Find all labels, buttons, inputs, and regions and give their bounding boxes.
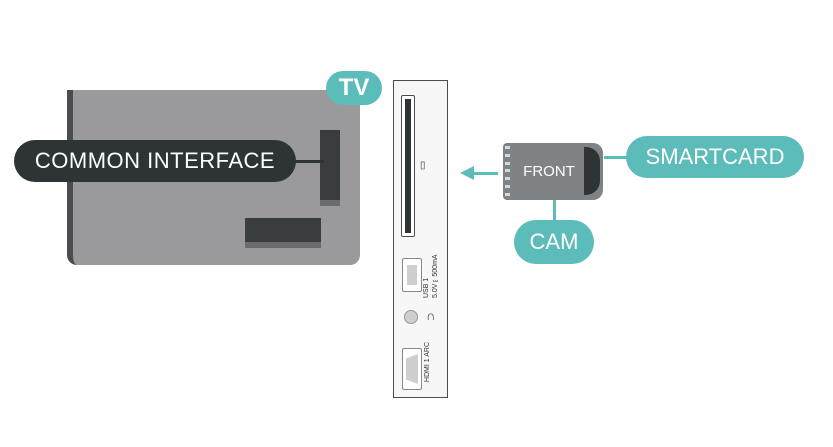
- hdmi-port-label: HDMI 1 ARC: [424, 342, 431, 383]
- usb-port-label: USB 1 5.0V⎓500mA: [422, 254, 462, 298]
- headphone-icon: ∩: [426, 308, 436, 323]
- usb-port-contact: [407, 265, 417, 285]
- common-interface-pointer-line: [294, 160, 324, 163]
- common-interface-slot-edge: [320, 200, 340, 206]
- cam-card-slot-opening: [405, 99, 411, 233]
- insert-arrow-shaft: [474, 172, 498, 175]
- usb-port-name: USB 1: [423, 277, 430, 298]
- headphone-jack: [404, 310, 418, 324]
- cam-pointer-line: [553, 200, 556, 220]
- hdmi-port-contact: [406, 354, 418, 384]
- tv-connector-block: [245, 218, 321, 242]
- cam-connector-pins: [505, 146, 511, 196]
- smartcard-pointer-line: [604, 156, 634, 159]
- tv-connector-block-edge: [245, 242, 321, 248]
- smartcard: [584, 147, 600, 195]
- tv-badge: TV: [326, 71, 382, 105]
- cam-front-label: FRONT: [523, 163, 575, 180]
- common-interface-slot: [320, 130, 340, 200]
- common-interface-label: COMMON INTERFACE: [14, 140, 296, 182]
- card-slot-icon: ▭: [417, 160, 429, 171]
- cam-label: CAM: [514, 220, 594, 264]
- arrow-left-icon: [460, 166, 474, 180]
- usb-port-rating: 5.0V⎓500mA: [432, 254, 439, 298]
- smartcard-label: SMARTCARD: [626, 136, 804, 178]
